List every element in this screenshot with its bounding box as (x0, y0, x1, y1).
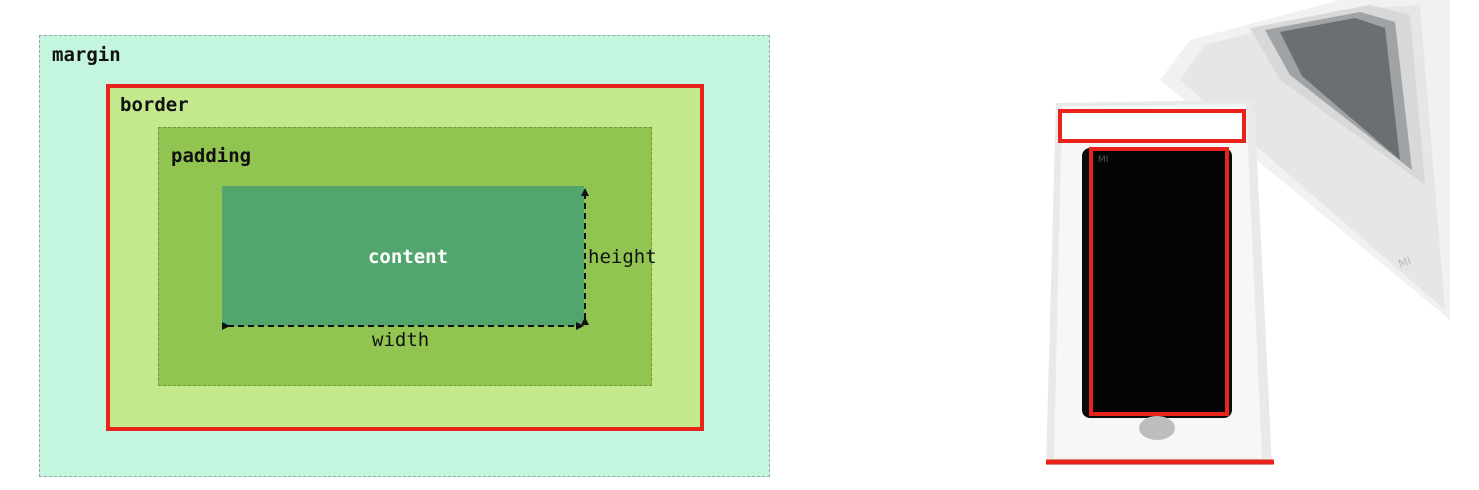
lid-brand-mark: MI (1397, 254, 1413, 271)
phone-brand-mark: MI (1098, 155, 1108, 165)
phone-highlight-box (1089, 147, 1229, 416)
header-highlight-box (1058, 109, 1246, 143)
border-label: border (120, 94, 189, 116)
width-label: width (372, 329, 430, 351)
padding-label: padding (171, 145, 252, 167)
dimension-arrows (222, 188, 589, 330)
height-label: height (588, 246, 657, 268)
content-area (222, 186, 584, 326)
content-label: content (367, 246, 449, 268)
phone: MI (1082, 148, 1232, 440)
phone-in-box-illustration: MI MI (1046, 0, 1450, 465)
margin-label: margin (52, 44, 121, 66)
box-lid: MI (1160, 0, 1450, 320)
